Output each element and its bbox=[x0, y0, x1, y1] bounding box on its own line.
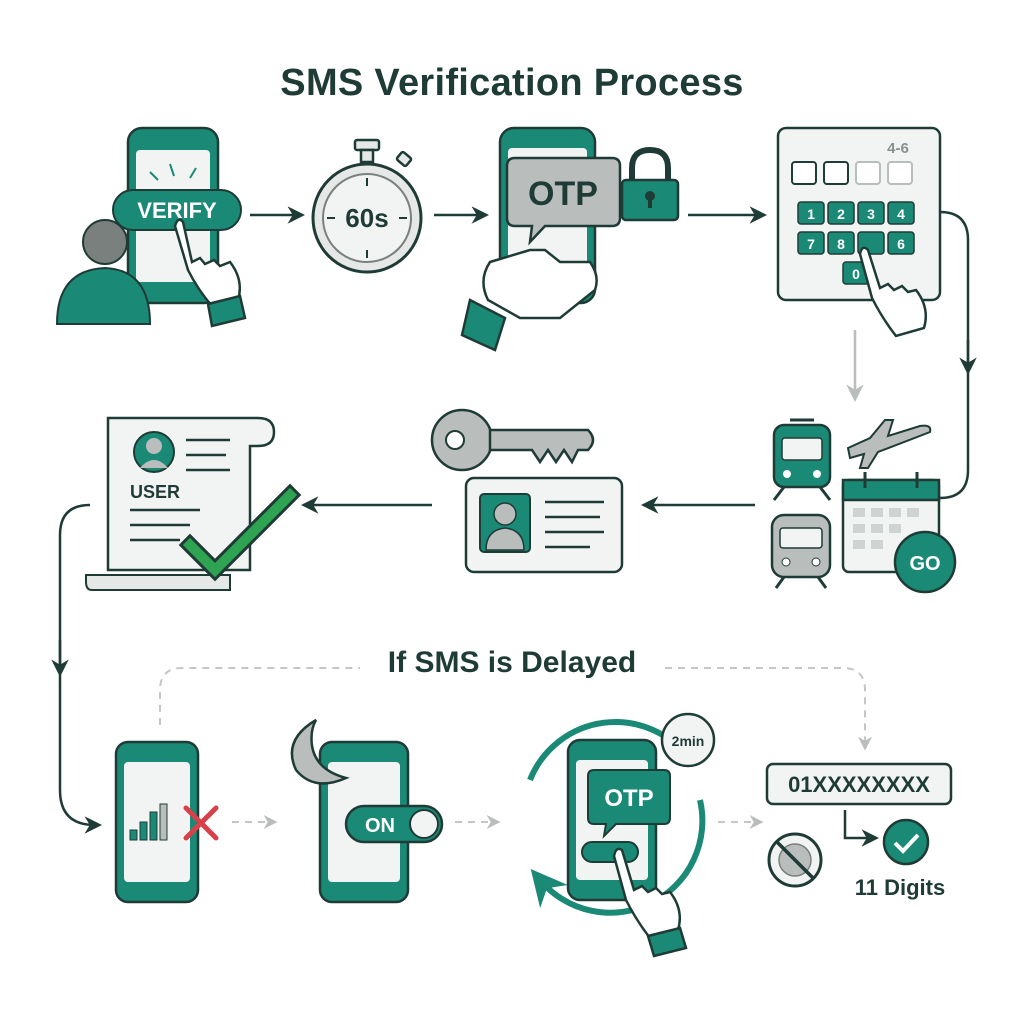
no-signal-step bbox=[114, 740, 219, 904]
user-silhouette-icon bbox=[55, 219, 152, 325]
padlock-icon bbox=[620, 146, 680, 222]
moon-icon bbox=[290, 718, 350, 785]
pointing-hand-icon bbox=[858, 246, 927, 338]
go-button bbox=[893, 530, 957, 594]
wait-time-label: 2min bbox=[672, 733, 705, 749]
wait-time-badge bbox=[660, 712, 716, 768]
tap-hand-icon bbox=[612, 847, 688, 958]
code-length-hint: 4-6 bbox=[887, 140, 909, 157]
travel-booking-step: GO bbox=[770, 418, 957, 594]
stopwatch-icon: 60s bbox=[311, 138, 423, 274]
key-7: 7 bbox=[807, 236, 815, 252]
holding-hand-icon bbox=[460, 248, 598, 352]
user-document-step: USER bbox=[85, 416, 302, 591]
id-card-icon bbox=[464, 476, 624, 574]
otp-message-bubble bbox=[505, 156, 622, 246]
fallback-bracket bbox=[159, 667, 872, 829]
key-icon bbox=[430, 408, 595, 472]
key-id-card-step bbox=[430, 408, 624, 574]
dnd-step: ON bbox=[290, 718, 444, 904]
train-icon bbox=[772, 418, 832, 501]
otp-label: OTP bbox=[528, 175, 598, 213]
user-label: USER bbox=[130, 482, 180, 502]
otp-sms-step: OTP bbox=[460, 126, 680, 352]
flow-connectors bbox=[51, 206, 977, 834]
key-4: 4 bbox=[897, 206, 905, 222]
key-6: 6 bbox=[897, 236, 905, 252]
timer-label: 60s bbox=[345, 203, 388, 233]
otp-resend-bubble bbox=[587, 769, 671, 839]
key-0: 0 bbox=[852, 266, 860, 282]
go-label: GO bbox=[909, 553, 940, 575]
number-format-step: 01XXXXXXXX 11 Digits bbox=[765, 762, 953, 900]
red-x-icon bbox=[183, 805, 219, 841]
fallback-title: If SMS is Delayed bbox=[362, 646, 662, 680]
no-globe-icon bbox=[767, 832, 823, 888]
dnd-toggle-label: ON bbox=[365, 815, 395, 837]
key-3: 3 bbox=[867, 206, 875, 222]
verify-button-label: VERIFY bbox=[137, 198, 217, 223]
key-2: 2 bbox=[837, 206, 845, 222]
digits-label: 11 Digits bbox=[855, 875, 945, 900]
diagram-title: SMS Verification Process bbox=[280, 62, 744, 104]
bus-icon bbox=[770, 513, 832, 589]
verify-step: VERIFY bbox=[55, 126, 247, 328]
green-checkmark-icon bbox=[182, 487, 298, 578]
airplane-icon bbox=[846, 419, 932, 469]
key-8: 8 bbox=[837, 236, 845, 252]
key-1: 1 bbox=[807, 206, 815, 222]
resend-otp-label: OTP bbox=[604, 785, 653, 812]
tap-hand-icon bbox=[173, 218, 247, 328]
phone-number-field bbox=[765, 762, 953, 806]
keypad-entry-step: 4-6 1 2 3 4 7 8 6 0 bbox=[776, 126, 942, 338]
resend-otp-step: OTP 2min bbox=[527, 712, 716, 958]
check-circle-icon bbox=[882, 818, 930, 866]
phone-number-value: 01XXXXXXXX bbox=[788, 772, 930, 797]
